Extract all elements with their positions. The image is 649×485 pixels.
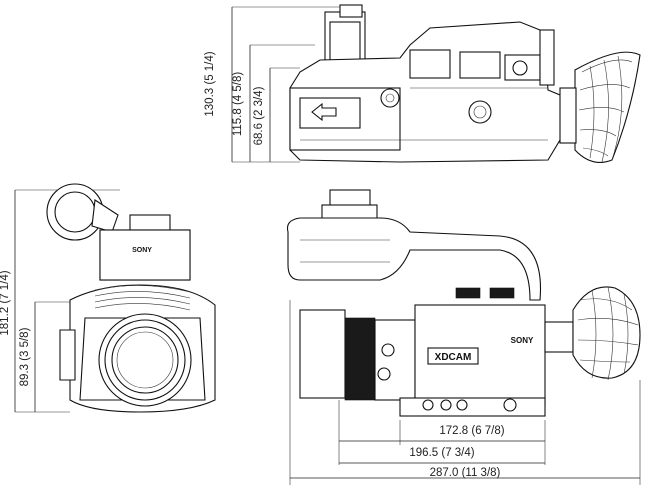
front-view-drawing: SONY — [14, 183, 216, 413]
side-length-overall-label: 287.0 (11 3/8) — [430, 467, 501, 479]
top-height-mid-label: 115.8 (4 5/8) — [232, 72, 244, 137]
front-sony-logo: SONY — [132, 247, 152, 254]
side-sony-logo: SONY — [511, 336, 534, 345]
top-height-overall-label: 130.3 (5 1/4) — [204, 51, 216, 116]
top-height-low-label: 68.6 (2 3/4) — [253, 86, 265, 145]
front-height-lens-label: 89.3 (3 5/8) — [19, 327, 31, 386]
side-length-mid-label: 196.5 (7 3/4) — [409, 447, 474, 459]
front-height-overall-label: 181.2 (7 1/4) — [0, 270, 11, 335]
xdcam-badge: XDCAM — [435, 352, 472, 363]
side-view-drawing: XDCAM SONY — [286, 189, 641, 485]
side-length-body-label: 172.8 (6 7/8) — [439, 425, 504, 437]
top-view-drawing — [231, 4, 641, 163]
